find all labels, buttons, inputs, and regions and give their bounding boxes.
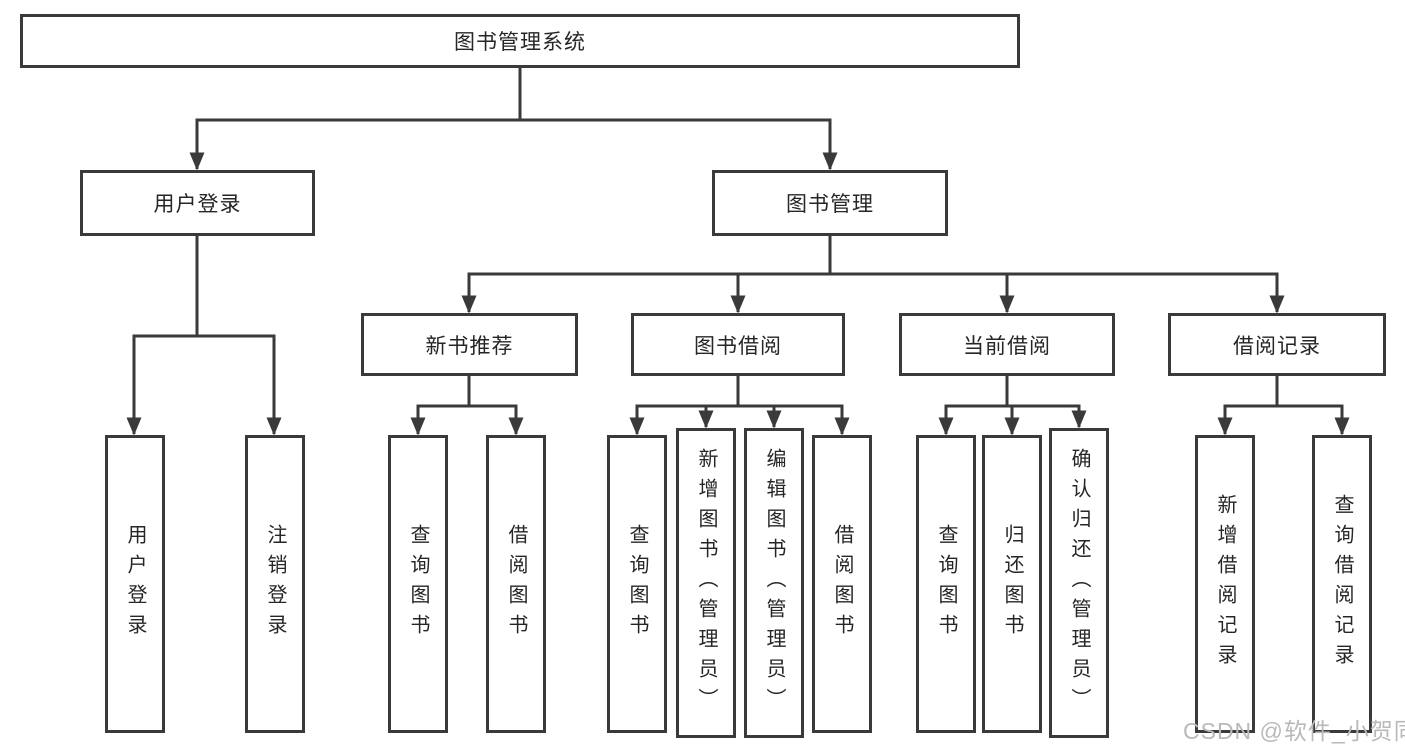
node-leaf-query-book-1: 查询图书 — [388, 435, 448, 733]
node-leaf-edit-book-admin: 编辑图书（管理员） — [744, 428, 804, 738]
leaf-label: 借阅图书 — [831, 524, 853, 644]
node-leaf-add-book-admin: 新增图书（管理员） — [676, 428, 736, 738]
connector-borrow-records — [1217, 376, 1350, 436]
node-leaf-query-borrow-record: 查询借阅记录 — [1312, 435, 1372, 733]
csdn-watermark: CSDN @软件_小贺同学 — [1183, 718, 1405, 744]
node-leaf-confirm-return-admin: 确认归还（管理员） — [1049, 428, 1109, 738]
leaf-label: 新增图书（管理员） — [695, 448, 717, 718]
leaf-label: 查询图书 — [626, 524, 648, 644]
leaf-label: 确认归还（管理员） — [1068, 448, 1090, 718]
leaf-label: 新增借阅记录 — [1214, 494, 1236, 674]
node-leaf-query-book-3: 查询图书 — [916, 435, 976, 733]
connector-current-borrow — [938, 376, 1087, 436]
node-new-book-recommend: 新书推荐 — [361, 313, 578, 376]
connector-book-mgmt — [461, 236, 1285, 314]
node-leaf-user-login: 用户登录 — [105, 435, 165, 733]
leaf-label: 查询图书 — [935, 524, 957, 644]
leaf-label: 用户登录 — [124, 524, 146, 644]
node-current-borrow: 当前借阅 — [899, 313, 1115, 376]
leaf-label: 归还图书 — [1001, 524, 1023, 644]
leaf-label: 注销登录 — [264, 524, 286, 644]
node-book-management: 图书管理 — [712, 170, 948, 236]
node-system: 图书管理系统 — [20, 14, 1020, 68]
node-borrow-records: 借阅记录 — [1168, 313, 1386, 376]
node-leaf-return-book: 归还图书 — [982, 435, 1042, 733]
connector-new-book-rec — [410, 376, 524, 436]
node-leaf-logout: 注销登录 — [245, 435, 305, 733]
node-leaf-borrow-book-2: 借阅图书 — [812, 435, 872, 733]
leaf-label: 查询借阅记录 — [1331, 494, 1353, 674]
node-book-borrow: 图书借阅 — [631, 313, 845, 376]
node-leaf-add-borrow-record: 新增借阅记录 — [1195, 435, 1255, 733]
node-user-login: 用户登录 — [80, 170, 315, 236]
leaf-label: 编辑图书（管理员） — [763, 448, 785, 718]
node-leaf-borrow-book-1: 借阅图书 — [486, 435, 546, 733]
connector-root — [189, 68, 838, 171]
leaf-label: 借阅图书 — [505, 524, 527, 644]
connector-book-borrow — [629, 376, 850, 436]
node-leaf-query-book-2: 查询图书 — [607, 435, 667, 733]
connector-user-login — [126, 236, 282, 436]
leaf-label: 查询图书 — [407, 524, 429, 644]
